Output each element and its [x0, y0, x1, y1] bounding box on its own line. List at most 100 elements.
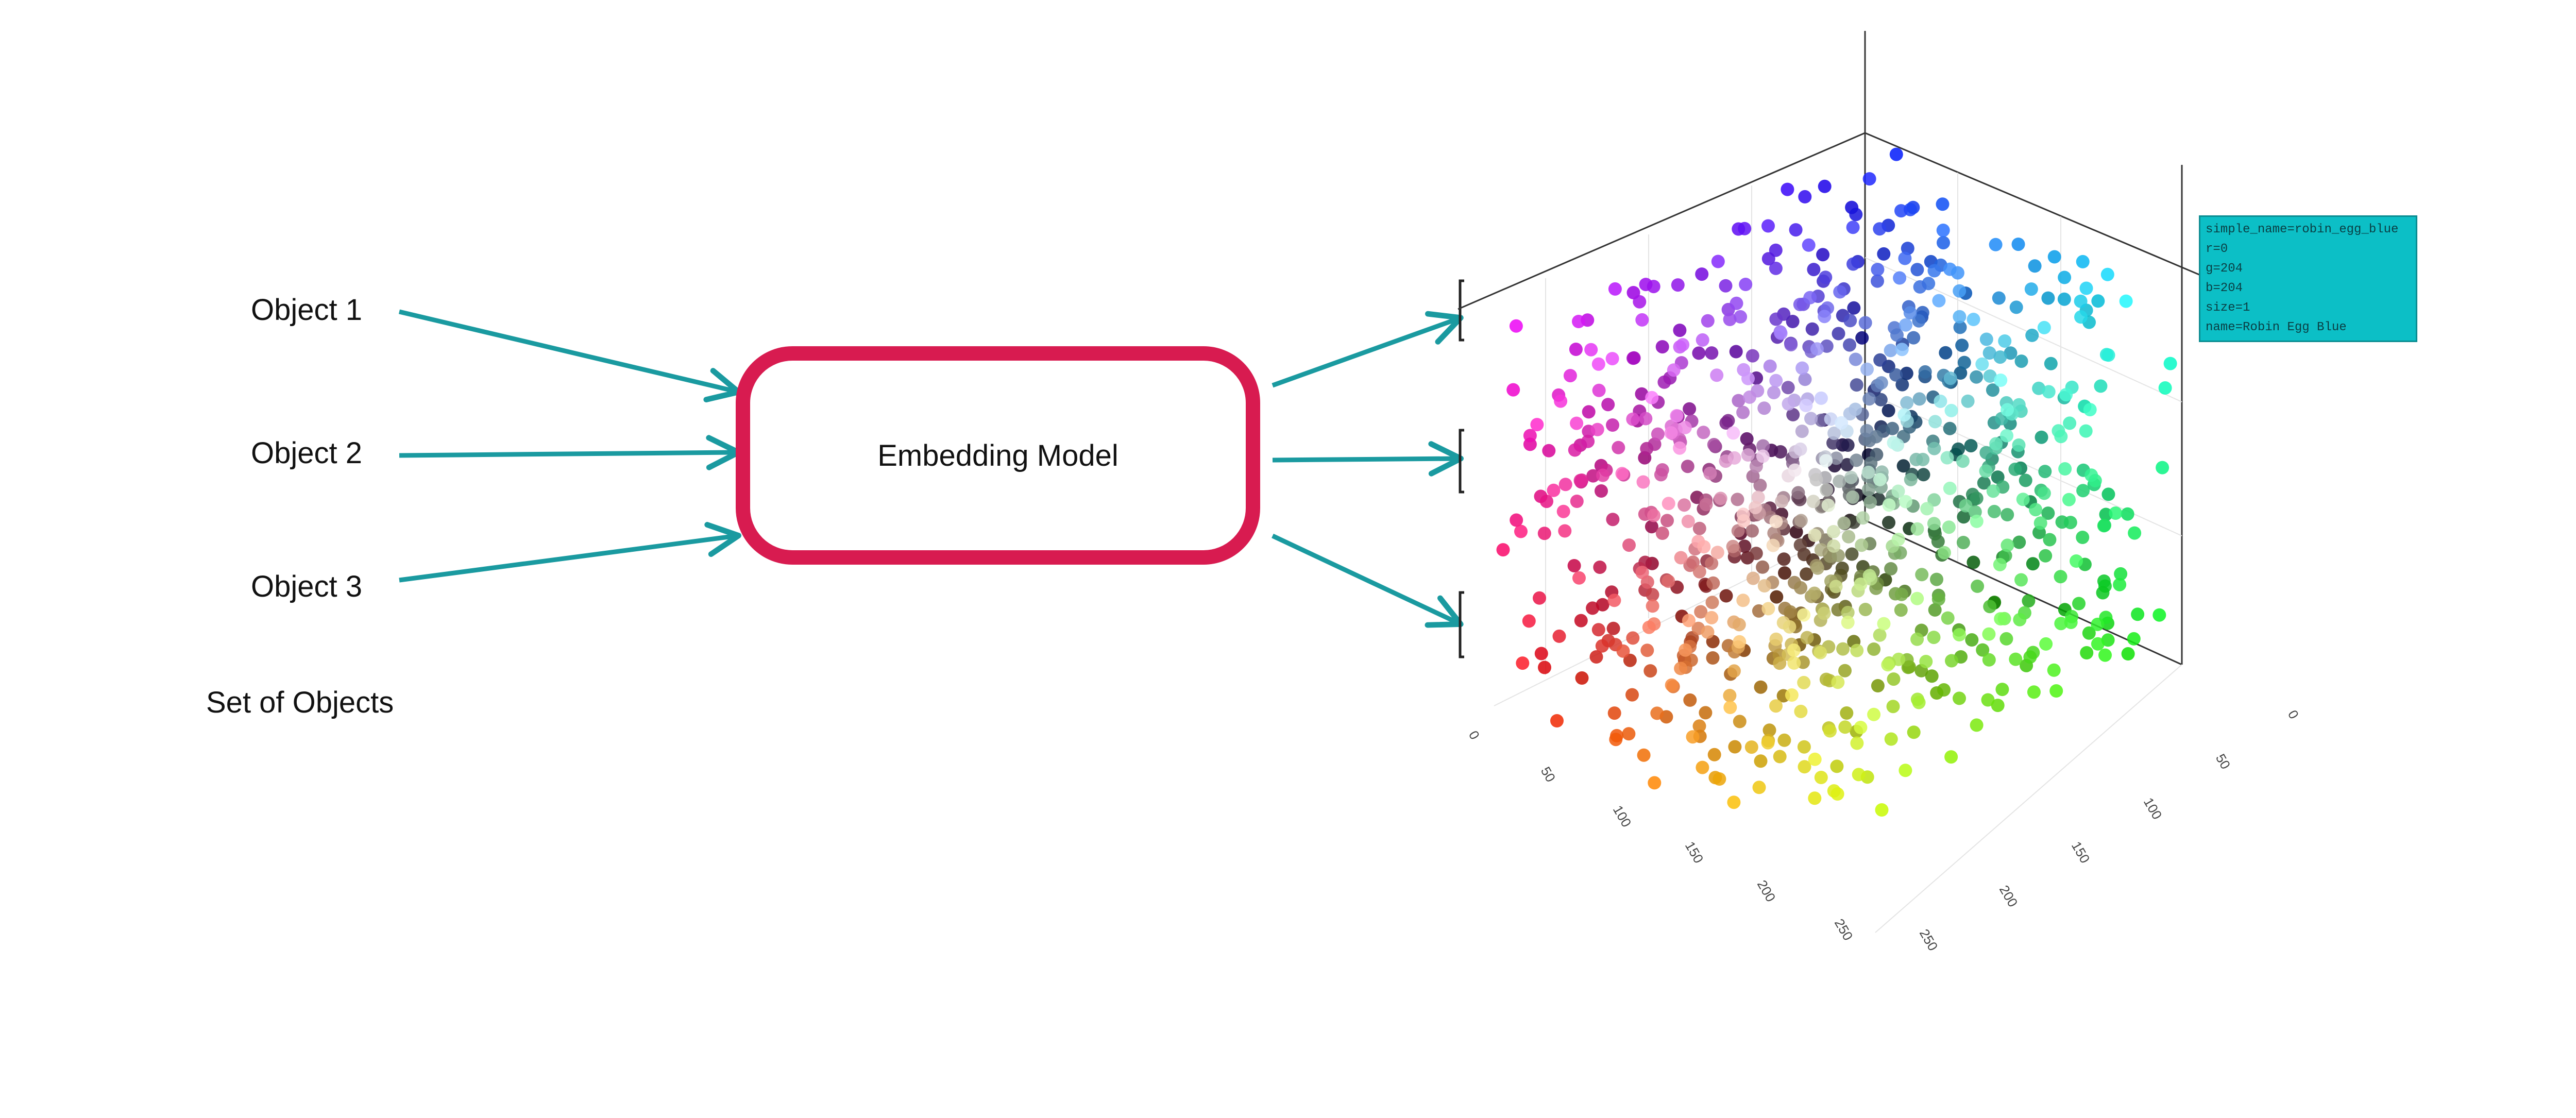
scatter-point[interactable] [1506, 383, 1520, 397]
scatter-point[interactable] [1900, 396, 1914, 410]
scatter-point[interactable] [1808, 752, 1822, 766]
scatter-point[interactable] [2041, 506, 2055, 520]
scatter-point[interactable] [2064, 616, 2078, 629]
scatter-point[interactable] [1589, 650, 1603, 664]
scatter-point[interactable] [1831, 675, 1845, 689]
scatter-point[interactable] [1773, 750, 1787, 764]
scatter-point[interactable] [2158, 381, 2172, 395]
scatter-point[interactable] [1967, 313, 1980, 326]
scatter-point[interactable] [1916, 452, 1930, 466]
scatter-point[interactable] [2038, 465, 2052, 479]
scatter-point[interactable] [1595, 484, 1608, 498]
scatter-point[interactable] [1635, 566, 1649, 580]
scatter-point[interactable] [1897, 408, 1911, 422]
scatter-point[interactable] [1749, 460, 1763, 473]
scatter-point[interactable] [1674, 551, 1688, 565]
scatter-point[interactable] [1741, 448, 1755, 462]
scatter-point[interactable] [1753, 479, 1767, 493]
scatter-point[interactable] [1787, 656, 1801, 670]
scatter-point[interactable] [1981, 693, 1995, 707]
scatter-point[interactable] [1849, 352, 1862, 366]
scatter-point[interactable] [1593, 561, 1607, 574]
scatter-point[interactable] [1833, 475, 1846, 488]
scatter-point[interactable] [1982, 627, 1996, 641]
scatter-point[interactable] [1793, 442, 1807, 456]
scatter-point[interactable] [1795, 425, 1809, 438]
scatter-point[interactable] [1651, 427, 1665, 441]
scatter-point[interactable] [1784, 605, 1797, 619]
scatter-point[interactable] [2114, 567, 2128, 581]
scatter-point[interactable] [1745, 349, 1759, 363]
scatter-point[interactable] [2022, 594, 2036, 608]
scatter-point[interactable] [2047, 663, 2061, 677]
scatter-point[interactable] [2153, 608, 2166, 622]
scatter-point[interactable] [1705, 346, 1719, 360]
scatter-point[interactable] [1953, 284, 1967, 298]
scatter-point[interactable] [1786, 315, 1800, 328]
scatter-point[interactable] [1778, 566, 1791, 580]
scatter-point[interactable] [1707, 438, 1721, 451]
scatter-point[interactable] [1942, 520, 1956, 534]
scatter-point[interactable] [1655, 527, 1669, 540]
scatter-point[interactable] [1798, 190, 1812, 204]
scatter-point[interactable] [1770, 590, 1784, 604]
scatter-point[interactable] [1784, 338, 1798, 352]
scatter-point[interactable] [2012, 535, 2026, 549]
scatter-point[interactable] [1891, 484, 1905, 498]
scatter-point[interactable] [1892, 652, 1906, 666]
scatter-point[interactable] [1791, 486, 1805, 500]
scatter-point[interactable] [1814, 391, 1828, 405]
scatter-point[interactable] [1646, 588, 1659, 602]
scatter-point[interactable] [1590, 422, 1604, 436]
scatter-point[interactable] [2001, 538, 2014, 552]
scatter-point[interactable] [2121, 647, 2135, 660]
scatter-point[interactable] [1636, 475, 1650, 489]
scatter-point[interactable] [1538, 660, 1551, 674]
scatter-point[interactable] [1803, 291, 1817, 304]
scatter-point[interactable] [1917, 468, 1930, 482]
scatter-point[interactable] [2028, 259, 2042, 273]
scatter-point[interactable] [1706, 576, 1720, 590]
scatter-point[interactable] [1741, 371, 1755, 385]
scatter-point[interactable] [1710, 546, 1724, 560]
scatter-point[interactable] [1537, 527, 1551, 540]
scatter-point[interactable] [1616, 644, 1630, 658]
scatter-point[interactable] [1979, 464, 1993, 478]
scatter-point[interactable] [1910, 522, 1924, 536]
scatter-point[interactable] [1737, 514, 1751, 528]
scatter-point[interactable] [2131, 607, 2145, 621]
scatter-point[interactable] [1798, 372, 1812, 386]
scatter-point[interactable] [2079, 424, 2093, 438]
scatter-point[interactable] [1979, 332, 1993, 346]
scatter-point[interactable] [1810, 342, 1824, 356]
scatter-point[interactable] [2076, 255, 2090, 268]
scatter-point[interactable] [1567, 559, 1581, 572]
scatter-point[interactable] [1686, 730, 1700, 744]
scatter-point[interactable] [1804, 412, 1818, 426]
scatter-point[interactable] [1802, 238, 1816, 252]
scatter-point[interactable] [1767, 386, 1781, 399]
scatter-point[interactable] [2091, 294, 2105, 308]
scatter-point[interactable] [1986, 484, 2000, 498]
scatter-point[interactable] [1889, 147, 1903, 161]
scatter-point[interactable] [1927, 517, 1941, 531]
scatter-point[interactable] [1814, 646, 1827, 659]
scatter-point[interactable] [1769, 261, 1783, 275]
scatter-point[interactable] [2008, 462, 2022, 476]
scatter-point[interactable] [1554, 394, 1568, 408]
scatter-point[interactable] [2100, 267, 2114, 281]
scatter-point[interactable] [2012, 438, 2026, 452]
scatter-point[interactable] [2072, 597, 2086, 611]
scatter-point[interactable] [1635, 313, 1649, 327]
scatter-point[interactable] [1596, 468, 1610, 482]
scatter-point[interactable] [1723, 701, 1737, 714]
scatter-point[interactable] [1793, 538, 1807, 552]
scatter-point[interactable] [2128, 526, 2142, 540]
scatter-point[interactable] [1726, 539, 1740, 553]
scatter-point[interactable] [1943, 421, 1957, 435]
scatter-point[interactable] [1581, 434, 1595, 448]
scatter-point[interactable] [1575, 671, 1589, 685]
scatter-point[interactable] [1934, 394, 1947, 408]
scatter-point[interactable] [1826, 436, 1840, 450]
scatter-point[interactable] [1678, 420, 1692, 434]
